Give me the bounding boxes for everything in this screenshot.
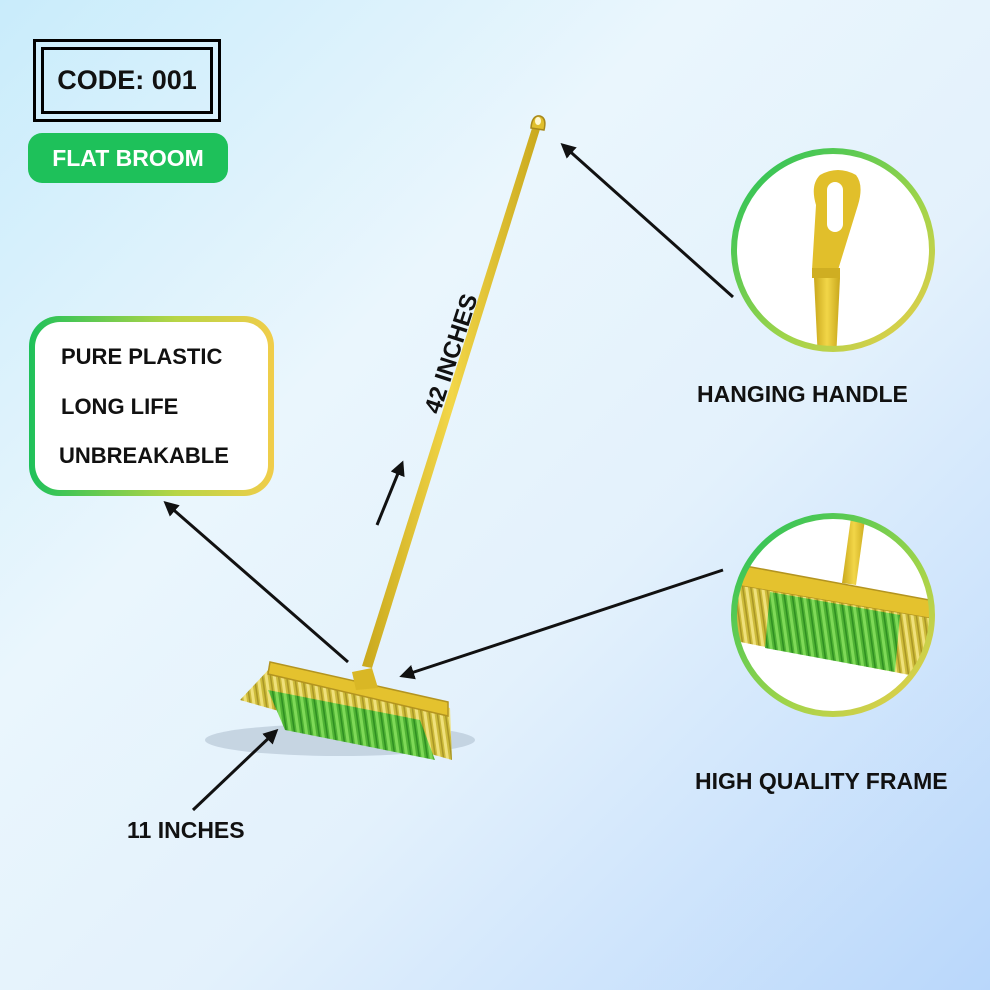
arrow-length <box>375 460 405 526</box>
handle-detail-circle <box>731 148 935 352</box>
broom-stick <box>362 115 546 668</box>
feature-item: LONG LIFE <box>61 394 179 419</box>
arrow-head-width <box>191 728 279 812</box>
hanging-handle-label: HANGING HANDLE <box>697 381 908 407</box>
arrow-features <box>163 501 349 664</box>
product-name-badge: FLAT BROOM <box>28 133 228 183</box>
feature-item: UNBREAKABLE <box>59 443 229 468</box>
arrow-hanging-handle <box>560 143 734 299</box>
features-list: PURE PLASTIC LONG LIFE UNBREAKABLE <box>35 322 268 490</box>
frame-label: HIGH QUALITY FRAME <box>695 768 948 794</box>
feature-item: PURE PLASTIC <box>61 344 223 369</box>
arrow-frame <box>399 568 724 680</box>
head-width-label: 11 INCHES <box>127 817 245 843</box>
features-box: PURE PLASTIC LONG LIFE UNBREAKABLE <box>29 316 274 496</box>
broom-head <box>240 661 452 760</box>
callout-arrows <box>163 143 734 812</box>
product-code: CODE: 001 <box>41 47 213 114</box>
frame-detail-circle <box>731 513 935 717</box>
product-code-box: CODE: 001 <box>33 39 221 122</box>
